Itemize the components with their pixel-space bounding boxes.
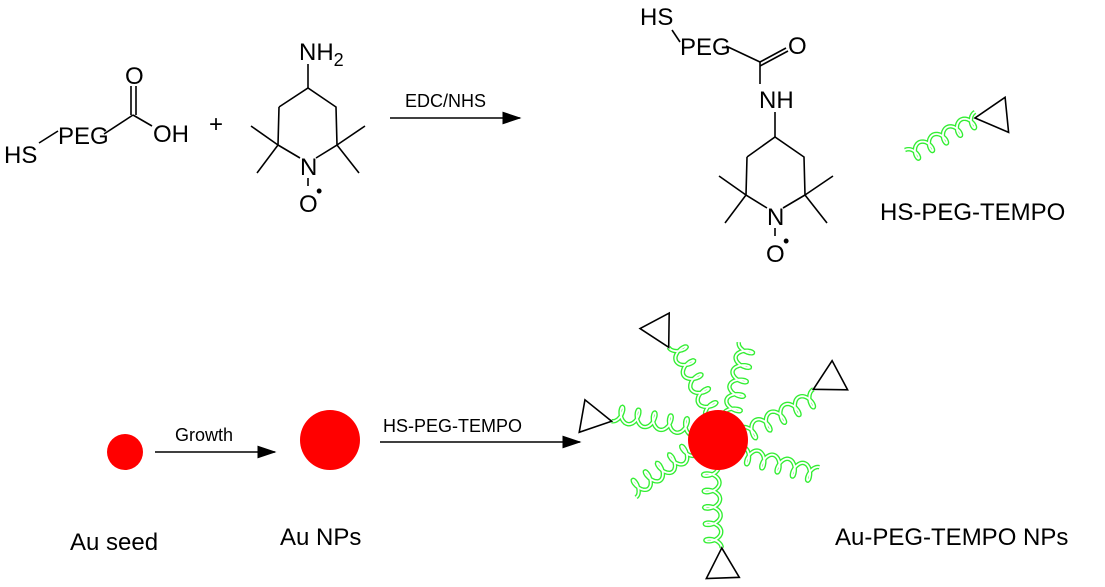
peg-coil-arm-inner [742, 445, 820, 482]
oh-label: OH [153, 121, 189, 148]
hs-peg-tempo-label: HS-PEG-TEMPO [880, 199, 1065, 226]
peg-label: PEG [58, 123, 109, 150]
peg-tempo-arms [578, 311, 849, 580]
peg-coil-arm-inner [611, 405, 693, 437]
peg-coil-arm-inner [631, 445, 698, 499]
product-peg-label: PEG [680, 34, 731, 61]
au-peg-tempo-nps-label: Au-PEG-TEMPO NPs [835, 524, 1068, 551]
au-seed-particle [107, 434, 143, 470]
peg-tempo-coil-icon [904, 95, 1010, 161]
functionalization-label: HS-PEG-TEMPO [383, 416, 522, 436]
tempo-triangle-icon [705, 546, 741, 580]
product-o-label: O [766, 241, 785, 268]
product-n-label: N [767, 204, 784, 231]
product-hs-label: HS [640, 4, 673, 31]
carbonyl-o-label: O [125, 63, 144, 90]
product-nh-label: NH [759, 87, 794, 114]
au-peg-tempo-core [688, 410, 748, 470]
hs-peg-tempo-product: HS PEG O NH N O • [640, 4, 834, 268]
peg-coil-arm-inner [667, 345, 718, 418]
peg-coil-arm-inner [702, 465, 723, 549]
hs-peg-cooh: HS PEG O OH [4, 63, 189, 169]
hs-label: HS [4, 142, 37, 169]
peg-coil-inner [904, 111, 976, 160]
au-np-particle [300, 410, 360, 470]
au-nps-label: Au NPs [280, 524, 361, 551]
au-seed-label: Au seed [70, 529, 158, 556]
tempo-triangle-icon [578, 398, 614, 434]
tempo-triangle-icon [973, 95, 1010, 134]
nh2-label: NH2 [299, 39, 344, 70]
peg-coil-arm-inner [740, 388, 815, 439]
reagent-label: EDC/NHS [405, 91, 486, 111]
growth-label: Growth [175, 425, 233, 445]
tempo-triangle-icon [811, 359, 849, 391]
product-radical-dot: • [783, 231, 789, 251]
plus-sign: + [209, 111, 223, 138]
product-carbonyl-o: O [788, 33, 807, 60]
o-label: O [299, 191, 318, 218]
n-label: N [300, 154, 317, 181]
amino-tempo: NH2 N O • [250, 39, 366, 218]
tempo-triangle-icon [638, 311, 671, 349]
radical-dot: • [316, 181, 322, 201]
peg-coil-arm-inner [722, 342, 754, 415]
